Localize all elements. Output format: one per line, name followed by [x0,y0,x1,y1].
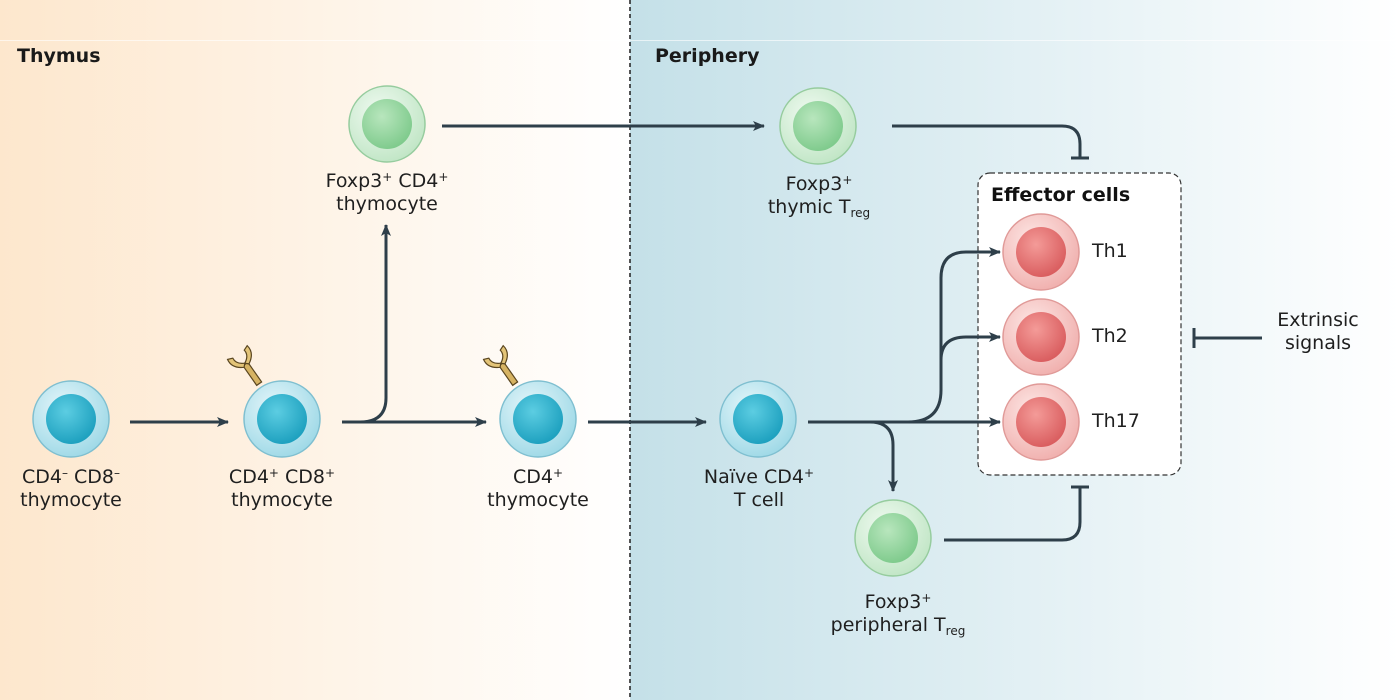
arrow-naive-to-th2 [939,332,1001,361]
tcr-receptor-icon [482,344,519,387]
th17-label: Th17 [1092,410,1140,432]
periphery-label: Periphery [655,45,760,67]
th2-cell [1002,298,1080,376]
dn-thymocyte-label: CD4– CD8– thymocyte [20,466,122,511]
foxp3-cd4-thymocyte-cell [348,85,426,163]
cd4-cd8-double-positive-cell [243,380,321,458]
th17-cell [1002,383,1080,461]
arrow-naive-to-peripheral-treg [869,420,898,492]
peripheral-treg-label: Foxp3+ peripheral Treg [830,591,966,638]
thymic-treg-label: Foxp3+ thymic Treg [767,173,871,220]
arrow-dp-to-foxp3-thymocyte [359,224,391,424]
naive-cd4-t-cell [719,380,797,458]
cd4-cd8-double-negative-cell [32,380,110,458]
cd4-thymocyte-label: CD4+ thymocyte [487,466,589,511]
naive-cd4-label: Naïve CD4+ T cell [703,466,815,511]
inhibit-peripheral-treg [944,487,1082,542]
th2-label: Th2 [1092,325,1128,347]
peripheral-treg-cell [854,499,932,577]
th1-label: Th1 [1092,240,1128,262]
arrow-naive-to-th1 [907,247,1001,424]
inhibit-thymic-treg [892,124,1082,158]
thymus-label: Thymus [17,45,101,67]
thymic-treg-cell [779,87,857,165]
tcr-receptor-icon [226,344,263,387]
thymus-region [0,0,630,700]
extrinsic-signals-label: Extrinsic signals [1277,309,1359,354]
foxp3-thymocyte-label: Foxp3+ CD4+ thymocyte [325,170,449,215]
dp-thymocyte-label: CD4+ CD8+ thymocyte [228,466,336,511]
effector-cells-title: Effector cells [991,184,1131,206]
cd4-thymocyte-cell [499,380,577,458]
th1-cell [1002,213,1080,291]
